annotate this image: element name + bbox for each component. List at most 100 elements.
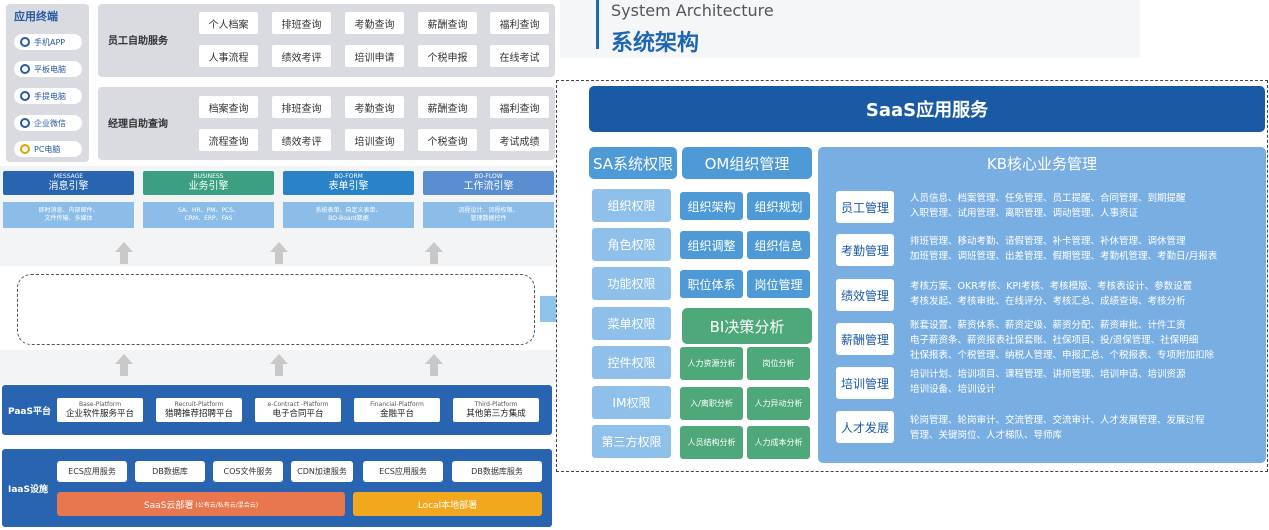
paas-cell-en: Recruit-Platform [174, 400, 224, 408]
service-cell[interactable]: 个人档案 [199, 12, 258, 34]
service-cell[interactable]: 在线考试 [490, 45, 549, 67]
kb-line: 轮岗管理、轮岗审计、交流管理、交流审计、人才发展管理、发展过程 [910, 415, 1205, 426]
engine-desc: 即时消息、内部邮件、文件传输、多媒体 [3, 202, 134, 228]
engine-cn: 表单引擎 [328, 181, 369, 192]
sa-item[interactable]: 角色权限 [592, 228, 671, 261]
engine-desc-line: CRM、ERP、FAS [184, 215, 233, 222]
manager-cell[interactable]: 排班查询 [272, 96, 331, 118]
manager-cell[interactable]: 考勤查询 [345, 96, 404, 118]
sa-item[interactable]: 第三方权限 [592, 425, 671, 458]
terminal-label: 企业微信 [34, 118, 66, 128]
sa-item[interactable]: 菜单权限 [592, 307, 671, 340]
engine-cn: 工作流引擎 [463, 181, 514, 192]
device-icon [20, 144, 30, 154]
sa-item[interactable]: 功能权限 [592, 267, 671, 300]
manager-cell[interactable]: 流程查询 [199, 129, 258, 151]
om-item[interactable]: 组织信息 [747, 231, 810, 259]
service-cell[interactable]: 绩效考评 [272, 45, 331, 67]
kb-desc: 轮岗管理、轮岗审计、交流管理、交流审计、人才发展管理、发展过程管理、关键岗位、人… [910, 413, 1265, 443]
iaas-cell[interactable]: CDN加速服务 [291, 461, 353, 482]
engine-desc: 流程设计、流程权限、管理数据控件 [423, 202, 554, 228]
service-cell[interactable]: 个税申报 [418, 45, 477, 67]
service-cell[interactable]: 薪酬查询 [418, 12, 477, 34]
terminal-title: 应用终端 [14, 10, 58, 23]
service-cell[interactable]: 人事流程 [199, 45, 258, 67]
up-arrow-icon [270, 242, 288, 264]
saas-deploy-button[interactable]: SaaS云部署(公有云/私有云/混合云) [57, 492, 345, 516]
kb-line: 考核方案、OKR考核、KPI考核、考核模版、考核表设计、参数设置 [910, 281, 1193, 292]
iaas-cell[interactable]: ECS应用服务 [57, 461, 127, 482]
saas-deploy-label: SaaS云部署 [143, 500, 194, 511]
kb-label[interactable]: 员工管理 [836, 191, 894, 223]
kb-desc: 培训计划、培训项目、课程管理、讲师管理、培训申请、培训资源培训设备、培训设计 [910, 367, 1265, 397]
om-item[interactable]: 组织调整 [680, 231, 743, 259]
iaas-cell[interactable]: DB数据库服务 [452, 461, 542, 482]
om-header: OM组织管理 [682, 147, 812, 179]
iaas-cell[interactable]: DB数据库 [135, 461, 205, 482]
saas-deploy-note: (公有云/私有云/混合云) [195, 501, 259, 509]
sa-item[interactable]: 组织权限 [592, 189, 671, 222]
employee-service-title: 员工自助服务 [108, 36, 168, 47]
paas-cell-en: Base-Platform [78, 400, 122, 408]
service-cell[interactable]: 排班查询 [272, 12, 331, 34]
sa-item[interactable]: 控件权限 [592, 346, 671, 379]
terminal-item-app[interactable]: 手机APP [14, 34, 82, 50]
service-cell[interactable]: 考勤查询 [345, 12, 404, 34]
om-item[interactable]: 职位体系 [680, 270, 743, 298]
bi-item[interactable]: 岗位分析 [747, 347, 810, 380]
engine-desc: 系统表单、自定义表单、BO-Board数据 [283, 202, 414, 228]
manager-cell[interactable]: 薪酬查询 [418, 96, 477, 118]
kb-line: 考核发起、考核审批、在线评分、考核汇总、成绩查询、考核分析 [910, 296, 1186, 307]
kb-label[interactable]: 培训管理 [836, 367, 894, 399]
kb-desc: 考核方案、OKR考核、KPI考核、考核模版、考核表设计、参数设置考核发起、考核审… [910, 279, 1265, 309]
manager-cell[interactable]: 福利查询 [490, 96, 549, 118]
kb-label[interactable]: 人才发展 [836, 411, 894, 443]
om-item[interactable]: 组织规划 [747, 192, 810, 220]
kb-label[interactable]: 绩效管理 [836, 279, 894, 311]
kb-line: 加班管理、调班管理、出差管理、假期管理、考勤机管理、考勤日/月报表 [910, 251, 1218, 262]
terminal-label: 手提电脑 [34, 91, 66, 101]
bi-item[interactable]: 人力成本分析 [747, 426, 810, 459]
manager-cell[interactable]: 考试成绩 [490, 129, 549, 151]
service-cell[interactable]: 福利查询 [490, 12, 549, 34]
om-item[interactable]: 岗位管理 [747, 270, 810, 298]
kb-desc: 人员信息、档案管理、任免管理、员工提醒、合同管理、到期提醒入职管理、试用管理、离… [910, 191, 1265, 221]
local-deploy-button[interactable]: Local本地部署 [353, 492, 542, 516]
bi-item[interactable]: 人力资源分析 [680, 347, 743, 380]
iaas-cell[interactable]: ECS应用服务 [363, 461, 443, 482]
terminal-item-pc[interactable]: PC电脑 [14, 141, 82, 157]
kb-label[interactable]: 考勤管理 [836, 234, 894, 266]
kb-line: 管理、关键岗位、人才梯队、导师库 [910, 430, 1063, 441]
section-title-cn: 系统架构 [611, 31, 700, 56]
terminal-item-tablet[interactable]: 平板电脑 [14, 61, 82, 77]
manager-cell[interactable]: 档案查询 [199, 96, 258, 118]
sa-item[interactable]: IM权限 [592, 386, 671, 419]
om-item[interactable]: 组织架构 [680, 192, 743, 220]
bi-item[interactable]: 入/离职分析 [680, 387, 743, 420]
terminal-item-wecom[interactable]: 企业微信 [14, 115, 82, 131]
engine-cn: 业务引擎 [188, 181, 229, 192]
kb-label[interactable]: 薪酬管理 [836, 323, 894, 355]
paas-cell-cn: 电子合同平台 [272, 408, 324, 419]
manager-cell[interactable]: 绩效考评 [272, 129, 331, 151]
kb-line: 培训计划、培训项目、课程管理、讲师管理、培训申请、培训资源 [910, 369, 1186, 380]
service-cell[interactable]: 培训申请 [345, 45, 404, 67]
engine-en: BO-FLOW [474, 173, 503, 180]
terminal-item-laptop[interactable]: 手提电脑 [14, 88, 82, 104]
terminal-label: 平板电脑 [34, 64, 66, 74]
up-arrow-icon [115, 242, 133, 264]
manager-cell[interactable]: 个税查询 [418, 129, 477, 151]
bi-item[interactable]: 人力异动分析 [747, 387, 810, 420]
bi-item[interactable]: 人员结构分析 [680, 426, 743, 459]
iaas-cell[interactable]: COS文件服务 [213, 461, 283, 482]
manager-cell[interactable]: 培训查询 [345, 129, 404, 151]
